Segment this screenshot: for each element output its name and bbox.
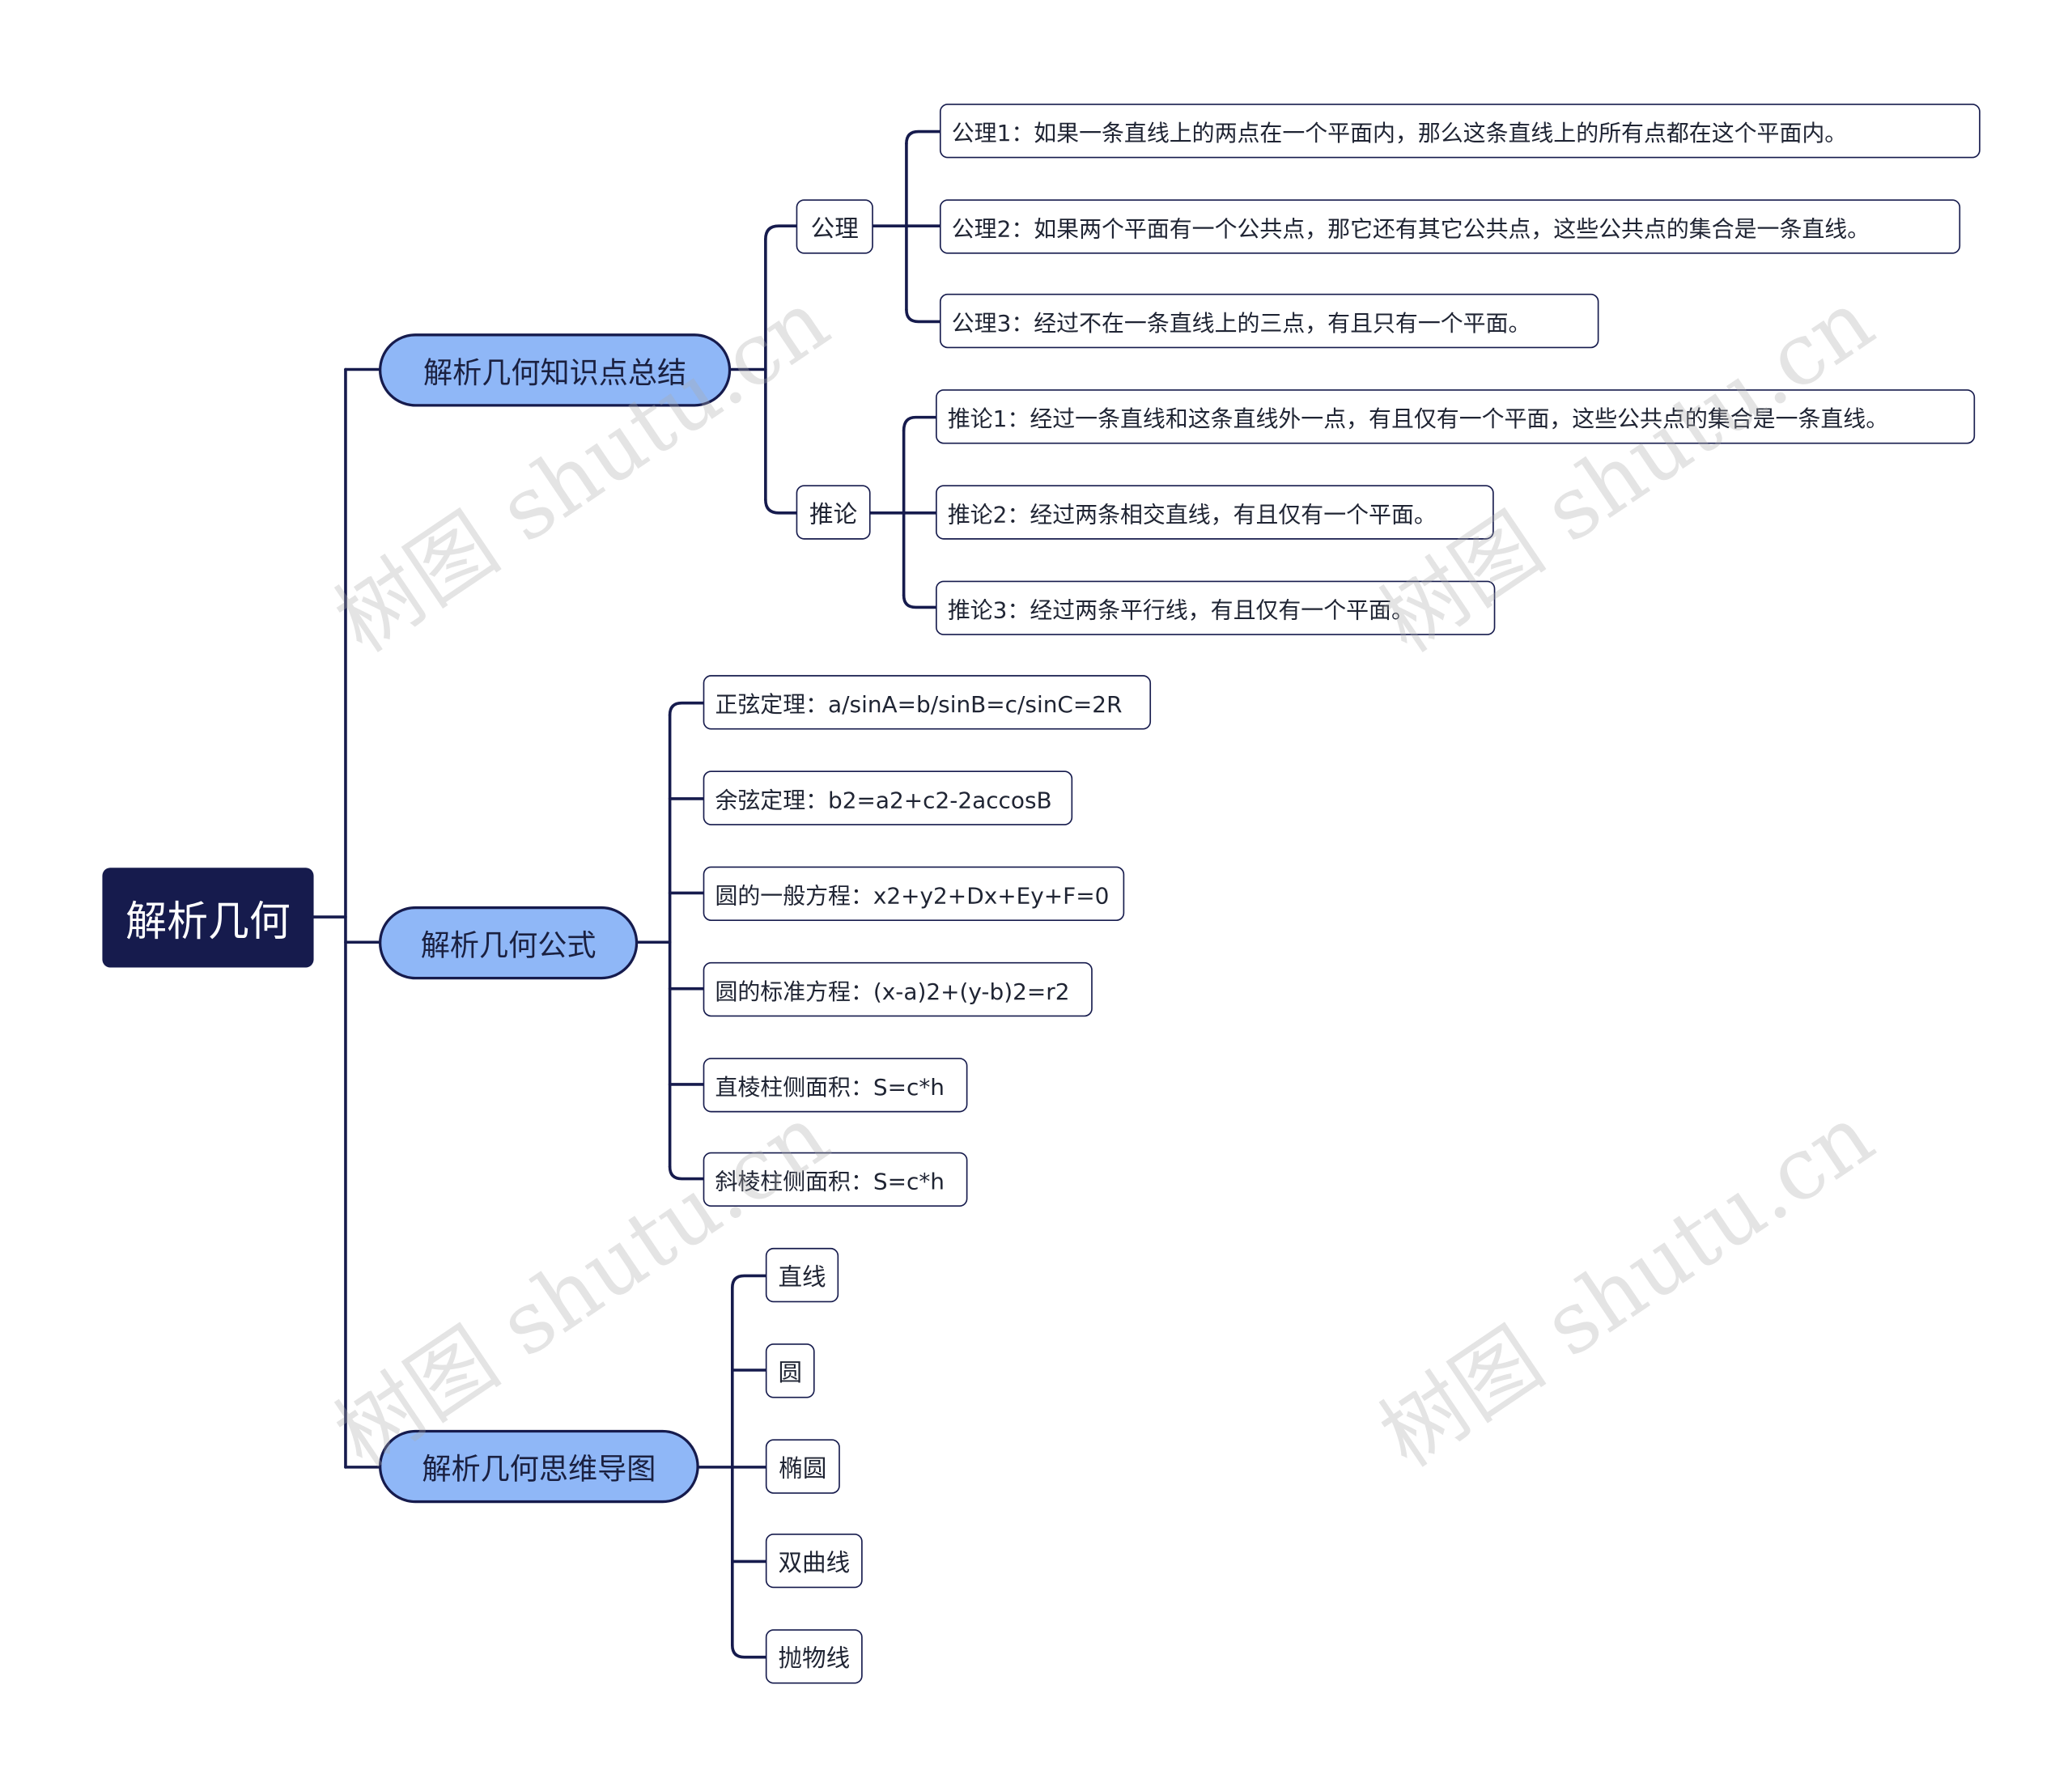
- formula-item-2[interactable]: 余弦定理：b2=a2+c2-2accosB: [703, 770, 1073, 825]
- leaf-text: 直棱柱侧面积：S=c*h: [715, 1075, 945, 1102]
- group-corollaries[interactable]: 推论: [796, 485, 871, 540]
- curve-item-line[interactable]: 直线: [765, 1247, 839, 1303]
- formula-item-6[interactable]: 斜棱柱侧面积：S=c*h: [703, 1152, 968, 1207]
- axiom-item-2[interactable]: 公理2：如果两个平面有一个公共点，那它还有其它公共点，这些公共点的集合是一条直线…: [939, 199, 1961, 254]
- leaf-text: 公理3：经过不在一条直线上的三点，有且只有一个平面。: [951, 311, 1531, 338]
- leaf-text: 公理1：如果一条直线上的两点在一个平面内，那么这条直线上的所有点都在这个平面内。: [951, 121, 1848, 148]
- corollary-item-1[interactable]: 推论1：经过一条直线和这条直线外一点，有且仅有一个平面，这些公共点的集合是一条直…: [936, 389, 1976, 444]
- branch-knowledge-summary[interactable]: 解析几何知识点总结: [378, 333, 732, 407]
- leaf-text: 推论1：经过一条直线和这条直线外一点，有且仅有一个平面，这些公共点的集合是一条直…: [947, 406, 1889, 434]
- leaf-text: 推论2：经过两条相交直线，有且仅有一个平面。: [947, 502, 1437, 529]
- branch-formulas[interactable]: 解析几何公式: [378, 906, 639, 980]
- group-label: 推论: [809, 500, 858, 528]
- root-node[interactable]: 解析几何: [102, 868, 314, 968]
- leaf-text: 圆的标准方程：(x-a)2+(y-b)2=r2: [715, 979, 1070, 1007]
- leaf-text: 推论3：经过两条平行线，有且仅有一个平面。: [947, 597, 1414, 625]
- formula-item-3[interactable]: 圆的一般方程：x2+y2+Dx+Ey+F=0: [703, 866, 1125, 921]
- leaf-text: 圆: [778, 1359, 803, 1387]
- corollary-item-2[interactable]: 推论2：经过两条相交直线，有且仅有一个平面。: [936, 485, 1494, 540]
- leaf-text: 双曲线: [778, 1548, 851, 1577]
- branch-label: 解析几何公式: [420, 929, 597, 963]
- curve-item-hyperbola[interactable]: 双曲线: [765, 1533, 863, 1589]
- leaf-text: 正弦定理：a/sinA=b/sinB=c/sinC=2R: [715, 692, 1123, 719]
- axiom-item-3[interactable]: 公理3：经过不在一条直线上的三点，有且只有一个平面。: [939, 293, 1599, 349]
- branch-label: 解析几何知识点总结: [422, 356, 687, 390]
- group-axioms[interactable]: 公理: [796, 199, 873, 254]
- root-label: 解析几何: [125, 898, 291, 947]
- formula-item-4[interactable]: 圆的标准方程：(x-a)2+(y-b)2=r2: [703, 961, 1093, 1017]
- curve-item-parabola[interactable]: 抛物线: [765, 1629, 863, 1684]
- leaf-text: 余弦定理：b2=a2+c2-2accosB: [715, 787, 1052, 815]
- leaf-text: 圆的一般方程：x2+y2+Dx+Ey+F=0: [715, 883, 1110, 910]
- leaf-text: 公理2：如果两个平面有一个公共点，那它还有其它公共点，这些公共点的集合是一条直线…: [951, 216, 1870, 244]
- leaf-text: 抛物线: [778, 1644, 851, 1673]
- corollary-item-3[interactable]: 推论3：经过两条平行线，有且仅有一个平面。: [936, 580, 1496, 635]
- leaf-text: 直线: [778, 1262, 826, 1292]
- formula-item-5[interactable]: 直棱柱侧面积：S=c*h: [703, 1058, 968, 1113]
- leaf-text: 椭圆: [779, 1454, 827, 1483]
- branch-label: 解析几何思维导图: [422, 1453, 656, 1487]
- leaf-text: 斜棱柱侧面积：S=c*h: [715, 1169, 945, 1196]
- branch-mind-map[interactable]: 解析几何思维导图: [378, 1429, 699, 1504]
- curve-item-circle[interactable]: 圆: [765, 1343, 815, 1398]
- group-label: 公理: [810, 214, 859, 243]
- curve-item-ellipse[interactable]: 椭圆: [765, 1439, 840, 1494]
- formula-item-1[interactable]: 正弦定理：a/sinA=b/sinB=c/sinC=2R: [703, 675, 1152, 730]
- axiom-item-1[interactable]: 公理1：如果一条直线上的两点在一个平面内，那么这条直线上的所有点都在这个平面内。: [939, 104, 1981, 159]
